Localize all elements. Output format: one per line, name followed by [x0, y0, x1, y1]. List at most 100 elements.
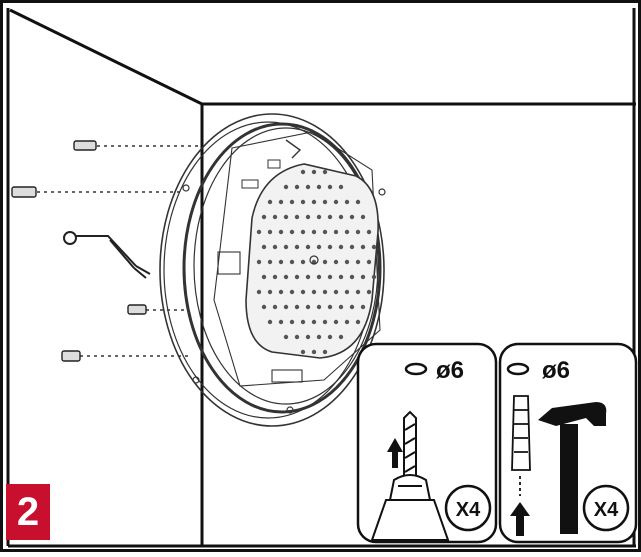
- led-dot: [305, 214, 311, 220]
- led-dot: [322, 229, 328, 235]
- led-dot: [294, 244, 300, 250]
- led-dot: [349, 244, 355, 250]
- step-number-badge: 2: [6, 484, 50, 540]
- led-dot: [256, 259, 262, 265]
- led-dot: [300, 259, 306, 265]
- led-dot: [311, 289, 317, 295]
- led-dot: [300, 169, 306, 175]
- led-dot: [322, 349, 328, 355]
- led-dot: [261, 274, 267, 280]
- led-dot: [327, 274, 333, 280]
- led-dot: [294, 214, 300, 220]
- led-dot: [294, 304, 300, 310]
- screw-guides: [37, 145, 198, 357]
- led-dot: [272, 214, 278, 220]
- led-dot: [344, 229, 350, 235]
- led-dot: [338, 274, 344, 280]
- led-dot: [267, 319, 273, 325]
- led-dot: [305, 244, 311, 250]
- led-dot: [278, 199, 284, 205]
- led-dot: [338, 214, 344, 220]
- led-dot: [283, 214, 289, 220]
- led-dot: [289, 229, 295, 235]
- led-dot: [322, 289, 328, 295]
- led-dot: [311, 169, 317, 175]
- led-dot: [333, 289, 339, 295]
- led-dot: [283, 184, 289, 190]
- led-dot: [333, 319, 339, 325]
- led-dot: [338, 334, 344, 340]
- led-dot: [311, 349, 317, 355]
- led-dot: [267, 289, 273, 295]
- led-dot: [322, 199, 328, 205]
- up-arrow-icon: [510, 502, 530, 536]
- led-dot: [349, 214, 355, 220]
- led-dot: [283, 334, 289, 340]
- quantity-badge: [444, 484, 492, 532]
- led-dot: [344, 289, 350, 295]
- led-dot: [261, 214, 267, 220]
- led-dot: [305, 184, 311, 190]
- led-dot: [322, 259, 328, 265]
- led-dot: [360, 304, 366, 310]
- led-dot: [311, 259, 317, 265]
- led-dot: [261, 304, 267, 310]
- led-dot: [355, 319, 361, 325]
- led-dot: [344, 319, 350, 325]
- ceiling-light: [159, 113, 386, 427]
- led-dot: [283, 244, 289, 250]
- led-dot: [283, 304, 289, 310]
- led-dot: [355, 229, 361, 235]
- led-dot: [311, 229, 317, 235]
- led-dot: [294, 184, 300, 190]
- led-dot: [344, 199, 350, 205]
- led-dot: [278, 319, 284, 325]
- cable-icon: [63, 231, 151, 279]
- led-dot: [327, 244, 333, 250]
- led-dot: [316, 184, 322, 190]
- led-dot: [371, 244, 377, 250]
- led-dot: [267, 259, 273, 265]
- quantity-badge: [582, 484, 630, 532]
- led-dot: [278, 229, 284, 235]
- led-dot: [327, 334, 333, 340]
- led-dot: [283, 274, 289, 280]
- drill-panel: ø6 X4: [356, 342, 498, 544]
- led-board: [245, 163, 379, 359]
- washer-icon: [506, 362, 530, 376]
- led-dot: [371, 274, 377, 280]
- led-dot: [305, 274, 311, 280]
- led-dot: [311, 319, 317, 325]
- led-dot: [338, 184, 344, 190]
- led-dot: [333, 199, 339, 205]
- led-dot: [322, 169, 328, 175]
- led-dot: [311, 199, 317, 205]
- up-arrow-icon: [387, 438, 403, 468]
- drill-diameter-label: ø6: [436, 357, 464, 384]
- wall-plug-icon: [511, 395, 531, 496]
- led-dot: [289, 259, 295, 265]
- led-dot: [360, 244, 366, 250]
- led-dot: [300, 289, 306, 295]
- led-dot: [366, 289, 372, 295]
- led-dot: [322, 319, 328, 325]
- led-dot: [272, 244, 278, 250]
- led-dot: [327, 214, 333, 220]
- led-dot: [360, 214, 366, 220]
- hammer-icon: [538, 402, 607, 534]
- anchor-diameter-label: ø6: [542, 357, 570, 384]
- led-dot: [272, 304, 278, 310]
- drill-quantity-label: X4: [456, 499, 481, 521]
- led-dot: [300, 349, 306, 355]
- led-dot: [366, 229, 372, 235]
- led-dot: [278, 289, 284, 295]
- led-dot: [256, 289, 262, 295]
- drill-icon: [370, 474, 450, 541]
- led-dot: [349, 274, 355, 280]
- led-dot: [256, 229, 262, 235]
- led-dot: [289, 319, 295, 325]
- led-dot: [355, 199, 361, 205]
